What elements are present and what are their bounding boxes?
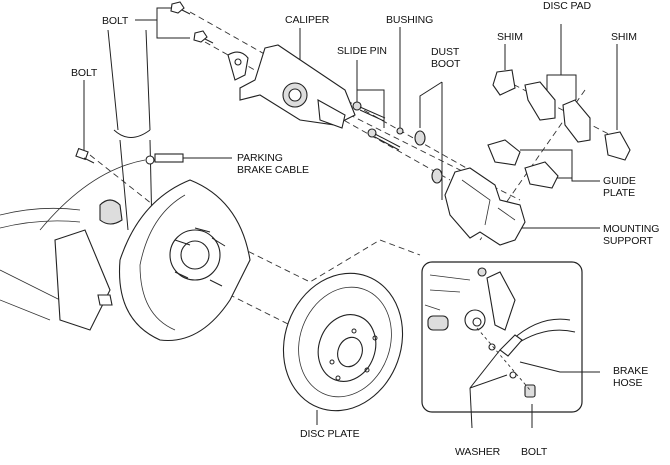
shim-left-part — [492, 69, 516, 96]
wheel-studs — [174, 227, 226, 287]
disc-pad-label: DISC PAD — [543, 0, 592, 12]
disc-pad-parts — [524, 81, 591, 143]
bolt-left-part — [75, 147, 95, 164]
bolt-inset-label: BOLT — [521, 446, 548, 458]
caliper-label: CALIPER — [285, 14, 330, 26]
parking-brake-cable-label: PARKING BRAKE CABLE — [237, 152, 309, 176]
dust-boot-parts — [414, 130, 443, 184]
bolt-left-label: BOLT — [71, 67, 98, 79]
brake-hose-inset — [421, 261, 583, 413]
mounting-support-label: MOUNTING SUPPORT — [603, 223, 660, 247]
dust-boot-label: DUST BOOT — [431, 46, 461, 70]
shim-left-label: SHIM — [497, 31, 523, 43]
washer-label: WASHER — [455, 446, 501, 458]
caliper-part — [227, 44, 356, 129]
slide-pin-label: SLIDE PIN — [337, 45, 387, 57]
disc-plate-part — [282, 272, 404, 412]
strut — [107, 29, 153, 231]
bushing-label: BUSHING — [386, 14, 434, 26]
leader-lines — [83, 7, 618, 429]
brake-hose-label: BRAKE HOSE — [613, 365, 649, 389]
shim-right-label: SHIM — [611, 31, 637, 43]
guide-plate-parts — [487, 139, 559, 189]
bolt-top-parts — [170, 1, 214, 44]
disc-plate-label: DISC PLATE — [300, 428, 360, 440]
guide-plate-label: GUIDE PLATE — [603, 175, 636, 199]
knuckle-assembly — [0, 153, 251, 342]
bolt-top-label: BOLT — [102, 15, 129, 27]
bushing-part — [396, 127, 404, 135]
mounting-support-part — [444, 167, 526, 246]
slide-pin-parts — [352, 101, 401, 151]
shim-right-part — [604, 131, 631, 161]
